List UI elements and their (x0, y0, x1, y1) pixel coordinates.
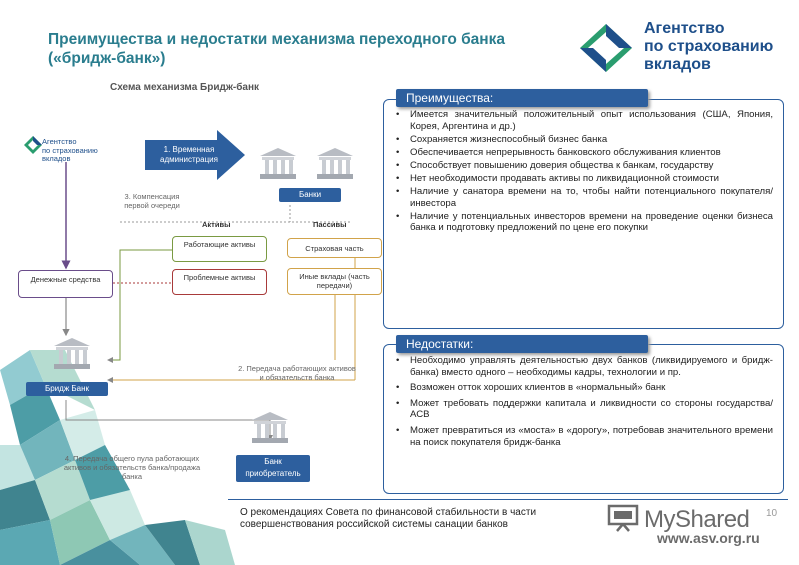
advantages-panel: Имеется значительный положительный опыт … (383, 99, 784, 329)
list-item: Нет необходимости продавать активы по ли… (396, 173, 773, 185)
list-item: Может требовать поддержки капитала и лик… (396, 398, 773, 421)
cash-box: Денежные средства (18, 270, 113, 298)
list-item: Имеется значительный положительный опыт … (396, 109, 773, 132)
banks-label: Банки (279, 188, 341, 202)
list-item: Наличие у санатора времени на то, чтобы … (396, 186, 773, 209)
list-item: Возможен отток хороших клиентов в «норма… (396, 382, 773, 394)
insured-part-box: Страховая часть (287, 238, 382, 258)
problem-assets-box: Проблемные активы (172, 269, 267, 295)
list-item: Может превратиться из «моста» в «дорогу»… (396, 425, 773, 448)
list-item: Сохраняется жизнеспособный бизнес банка (396, 134, 773, 146)
asv-logo-icon (580, 24, 632, 72)
watermark-text: MyShared (644, 506, 750, 533)
working-assets-box: Работающие активы (172, 236, 267, 262)
footer-text: О рекомендациях Совета по финансовой ста… (240, 507, 537, 530)
small-logo-text: Агентство по страхованию вкладов (42, 137, 98, 163)
bank-icon (252, 412, 288, 443)
disadvantages-panel: Необходимо управлять деятельностью двух … (383, 344, 784, 494)
page-number: 10 (766, 508, 778, 519)
site-url: www.asv.org.ru (657, 530, 760, 546)
list-item: Наличие у потенциальных инвесторов време… (396, 211, 773, 234)
disadvantages-list: Необходимо управлять деятельностью двух … (384, 355, 783, 448)
assets-header: Активы (202, 220, 231, 229)
list-item: Необходимо управлять деятельностью двух … (396, 355, 773, 378)
bank-icon (317, 148, 353, 179)
liabilities-header: Пассивы (313, 220, 347, 229)
step2-label: 2. Передача работающих активов и обязате… (238, 364, 356, 382)
step4-label: 4. Передача общего пула работающих актив… (63, 454, 201, 481)
disadvantages-heading: Недостатки: (396, 335, 648, 353)
footer-divider (228, 499, 788, 500)
decorative-mosaic (0, 350, 235, 565)
page-title: Преимущества и недостатки механизма пере… (48, 31, 506, 67)
advantages-list: Имеется значительный положительный опыт … (384, 109, 783, 234)
step3-label: 3. Компенсация первой очереди (124, 192, 180, 210)
other-deposits-box: Иные вклады (часть передачи) (287, 268, 382, 295)
diagram-title: Схема механизма Бридж-банк (110, 82, 260, 93)
list-item: Способствует повышению доверия общества … (396, 160, 773, 172)
small-logo-icon (24, 136, 42, 154)
acquirer-bank-label: Банк приобретатель (236, 455, 310, 482)
logo-text: Агентство по страхованию вкладов (644, 20, 774, 73)
step1-label: 1. Временная администрация (160, 145, 218, 164)
bridge-bank-label: Бридж Банк (26, 382, 108, 396)
presentation-icon (607, 504, 639, 532)
advantages-heading: Преимущества: (396, 89, 648, 107)
bank-icon (260, 148, 296, 179)
list-item: Обеспечивается непрерывность банковского… (396, 147, 773, 159)
temporary-administration-arrow (145, 130, 245, 180)
bank-icon (54, 338, 90, 369)
